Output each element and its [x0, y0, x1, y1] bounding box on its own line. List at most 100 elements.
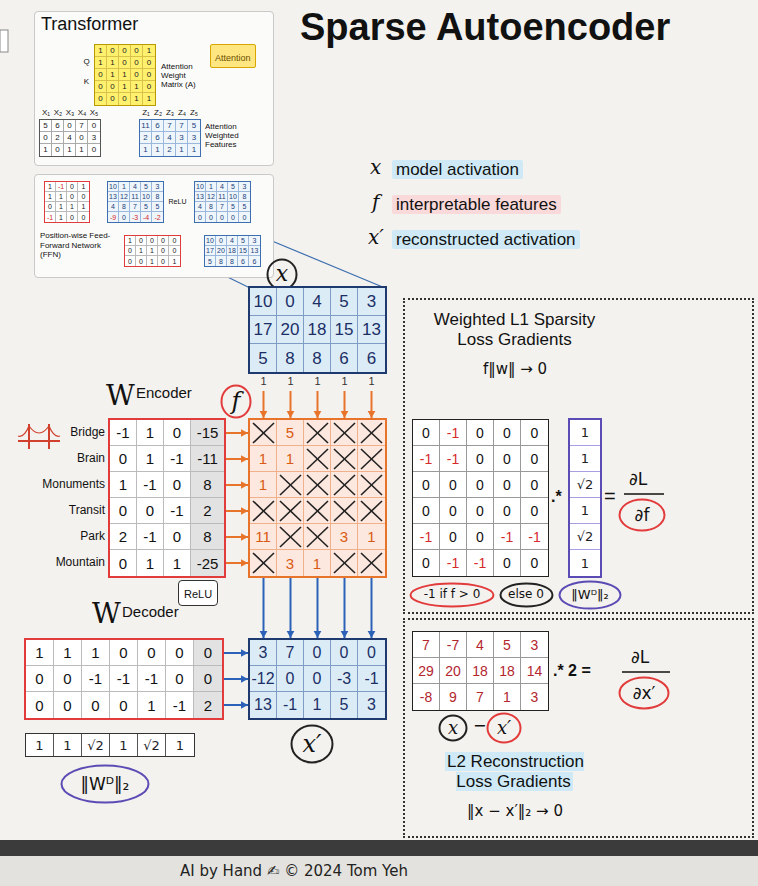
note: Attention Weighted Features — [205, 122, 269, 150]
matrix-name: W — [92, 598, 121, 630]
cross-stroke — [280, 475, 301, 495]
matrix-cell — [358, 446, 385, 472]
box-text: Attention — [215, 53, 251, 63]
matrix-value: -1 — [447, 426, 459, 440]
matrix-value: 29 — [418, 664, 434, 678]
connector — [226, 507, 248, 515]
relu-box: ReLU — [178, 580, 218, 606]
circle-stroke — [620, 500, 665, 531]
cross-stroke — [334, 449, 355, 469]
cross-stroke — [307, 527, 328, 547]
matrix-value: 0 — [110, 47, 114, 55]
matrix-value: √2 — [577, 478, 594, 491]
bias-value: 1 — [358, 375, 385, 387]
matrix-cell — [358, 498, 385, 524]
matrix-value: 0 — [422, 556, 430, 570]
matrix-value: -3 — [132, 214, 138, 221]
matrix-value: 0 — [161, 247, 165, 254]
matrix-value: 0 — [220, 214, 224, 221]
matrix-cell: 1 — [250, 446, 277, 472]
cross-mark — [250, 420, 277, 446]
derivative-numerator: ∂L — [629, 470, 647, 490]
matrix-value: 10 — [109, 183, 117, 190]
matrix-cell: 10 — [141, 192, 152, 202]
matrix-value: 0 — [119, 503, 127, 518]
connector — [260, 577, 268, 638]
matrix-cell: 3 — [249, 236, 260, 246]
connector — [368, 391, 376, 418]
matrix-cell: 5 — [205, 256, 216, 266]
matrix-cell: 1 — [56, 212, 67, 222]
loss-panel: Weighted L1 Sparsity Loss Gradientsf‖w‖ … — [405, 300, 752, 612]
matrix-value: 18 — [472, 664, 488, 678]
matrix-cell: 3 — [331, 524, 358, 550]
matrix-cell: -1 — [440, 550, 467, 576]
matrix-value: 0 — [161, 258, 165, 265]
matrix-value: 1 — [35, 645, 43, 660]
matrix-value: 1 — [503, 690, 511, 704]
matrix-value: -25 — [197, 556, 219, 571]
column-label: Z₅ — [188, 108, 200, 117]
matrix-value: 0 — [204, 671, 212, 686]
circled-text: x — [448, 718, 458, 738]
panel-subtitle: ‖x − x′‖₂ → 0 — [467, 802, 563, 820]
matrix-value: -1 — [173, 698, 186, 713]
gradient-matrix: 0-1000-1-10000000000000-100-1-10-1-100 — [413, 420, 548, 576]
matrix-value: 5 — [43, 122, 47, 130]
matrix-cell: 18 — [227, 246, 238, 256]
matrix-cell: 3 — [152, 182, 163, 192]
matrix-value: 0 — [35, 671, 43, 686]
matrix-cell: 0 — [194, 640, 222, 666]
cross-stroke — [334, 501, 355, 521]
matrix-cell: 5 — [228, 182, 239, 192]
matrix-value: 0 — [313, 671, 322, 687]
weighted-feature-matrix: 1167752643311211 — [140, 120, 200, 156]
cross-stroke — [361, 553, 382, 573]
cross-stroke — [307, 449, 328, 469]
matrix-cell: 8 — [227, 256, 238, 266]
matrix-cell: 0 — [158, 246, 169, 256]
matrix-value: 0 — [119, 645, 127, 660]
matrix-value: 4 — [133, 183, 137, 190]
matrix-value: 0 — [35, 698, 43, 713]
matrix-cell: -1 — [45, 212, 56, 222]
matrix-cell: 1 — [164, 550, 191, 576]
matrix-cell: 11 — [250, 524, 277, 550]
matrix-cell: -3 — [331, 666, 358, 692]
bridge-deck — [18, 440, 60, 442]
cross-stroke — [361, 449, 382, 469]
matrix-value: 15 — [239, 247, 247, 254]
circled-symbol: ‖Wᴰ‖₂ — [60, 764, 150, 804]
matrix-value: 1 — [147, 698, 155, 713]
matrix-cell: 3 — [358, 692, 385, 718]
arrowhead — [241, 481, 248, 489]
matrix-cell: 5 — [188, 120, 200, 132]
matrix-cell: 1 — [277, 446, 304, 472]
matrix-cell: 1 — [26, 640, 54, 666]
matrix-cell: 0 — [277, 288, 304, 316]
matrix-value: 1 — [122, 183, 126, 190]
matrix-cell: 13 — [195, 192, 206, 202]
matrix-cell: 2 — [110, 524, 137, 550]
matrix-cell: 0 — [494, 446, 521, 472]
legend-symbol: x — [370, 156, 381, 179]
matrix-frame: 7-74532920181814-89713 — [413, 632, 548, 710]
footer-strip — [0, 840, 758, 856]
matrix-value: 0 — [122, 95, 126, 103]
matrix-cell: 7 — [467, 684, 494, 710]
matrix-value: 0 — [110, 95, 114, 103]
matrix-value: 5 — [286, 425, 294, 440]
matrix-cell — [277, 524, 304, 550]
matrix-cell: √2 — [570, 472, 600, 498]
feature-name: Mountain — [8, 556, 105, 570]
matrix-value: -8 — [420, 690, 432, 704]
matrix-value: 6 — [155, 122, 159, 130]
panel-text-box: ‖x − x′‖₂ → 0 — [415, 802, 615, 820]
matrix-cell: 0 — [194, 666, 222, 692]
matrix-value: 0 — [422, 478, 430, 492]
matrix-cell: 0 — [78, 192, 89, 202]
matrix-value: 0 — [476, 478, 484, 492]
matrix-cell: 0 — [467, 446, 494, 472]
matrix-value: 1 — [286, 451, 294, 466]
matrix-cell: 0 — [119, 212, 130, 222]
